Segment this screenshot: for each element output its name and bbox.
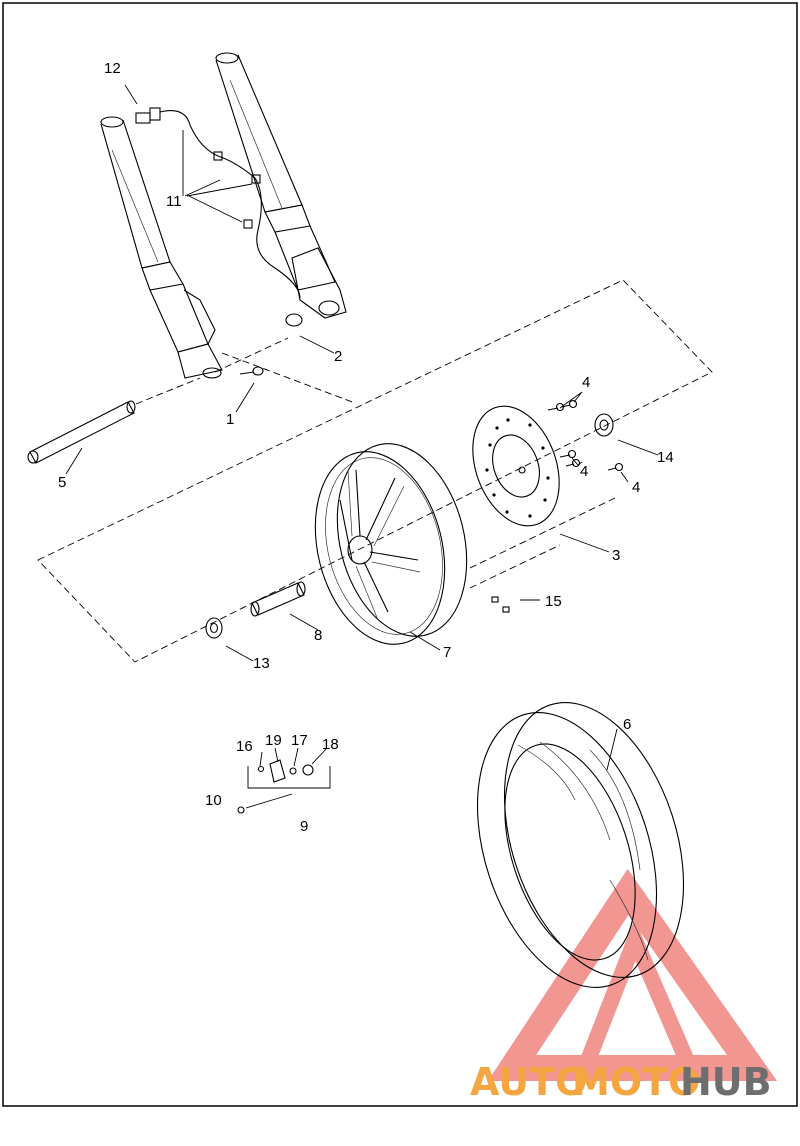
callout-4b: 4: [580, 463, 588, 480]
axle-leader-box: [221, 352, 356, 404]
callout-15: 15: [545, 593, 562, 610]
callout-12: 12: [104, 60, 121, 77]
callout-labels: 12 11 2 1 4 4 4 14 3 5 7 8 13 15 6 16 19…: [58, 60, 674, 835]
watermark-logo: [487, 868, 778, 1081]
callout-8: 8: [314, 627, 322, 644]
watermark-hub: HUB: [680, 1060, 772, 1104]
balance-weights: [491, 596, 510, 613]
leader-lines: [65, 84, 659, 771]
disc-bolts: [547, 399, 624, 472]
wheel-bearing-right: [594, 413, 614, 437]
diagram-border: [2, 2, 798, 1107]
callout-17: 17: [291, 732, 308, 749]
wheel-rim: [314, 443, 468, 645]
callout-4c: 4: [632, 479, 640, 496]
pinch-bolt: [239, 366, 264, 376]
right-fork-leg: [215, 52, 347, 319]
callout-5: 5: [58, 474, 66, 491]
wheel-bearing-left: [205, 617, 223, 639]
sensor-wire-harness: [135, 107, 303, 327]
callout-11: 11: [166, 193, 182, 210]
callout-16: 16: [236, 738, 253, 755]
disc-centerline: [469, 496, 618, 589]
callout-14: 14: [657, 449, 674, 466]
callout-7: 7: [443, 644, 451, 661]
callout-19: 19: [265, 732, 282, 749]
callout-4a: 4: [582, 374, 590, 391]
left-fork-leg: [100, 116, 223, 379]
callout-9: 9: [300, 818, 308, 835]
callout-18: 18: [322, 736, 339, 753]
callout-6: 6: [623, 716, 631, 733]
watermark-text: AUTO MOTO HUB: [470, 1060, 772, 1104]
callout-10: 10: [205, 792, 222, 809]
wheel-assembly-box: [37, 279, 713, 663]
watermark-auto: AUTO: [470, 1060, 587, 1104]
axle-centerline: [135, 337, 289, 405]
callout-13: 13: [253, 655, 270, 672]
brake-disc: [472, 405, 560, 527]
front-tire: [476, 702, 685, 988]
watermark-moto: MOTO: [572, 1060, 700, 1104]
callout-3: 3: [612, 547, 620, 564]
valve-stem-kit: [237, 759, 331, 814]
front-axle: [27, 400, 136, 464]
callout-2: 2: [334, 348, 342, 365]
callout-1: 1: [226, 411, 234, 428]
wheel-spacer: [250, 581, 306, 617]
